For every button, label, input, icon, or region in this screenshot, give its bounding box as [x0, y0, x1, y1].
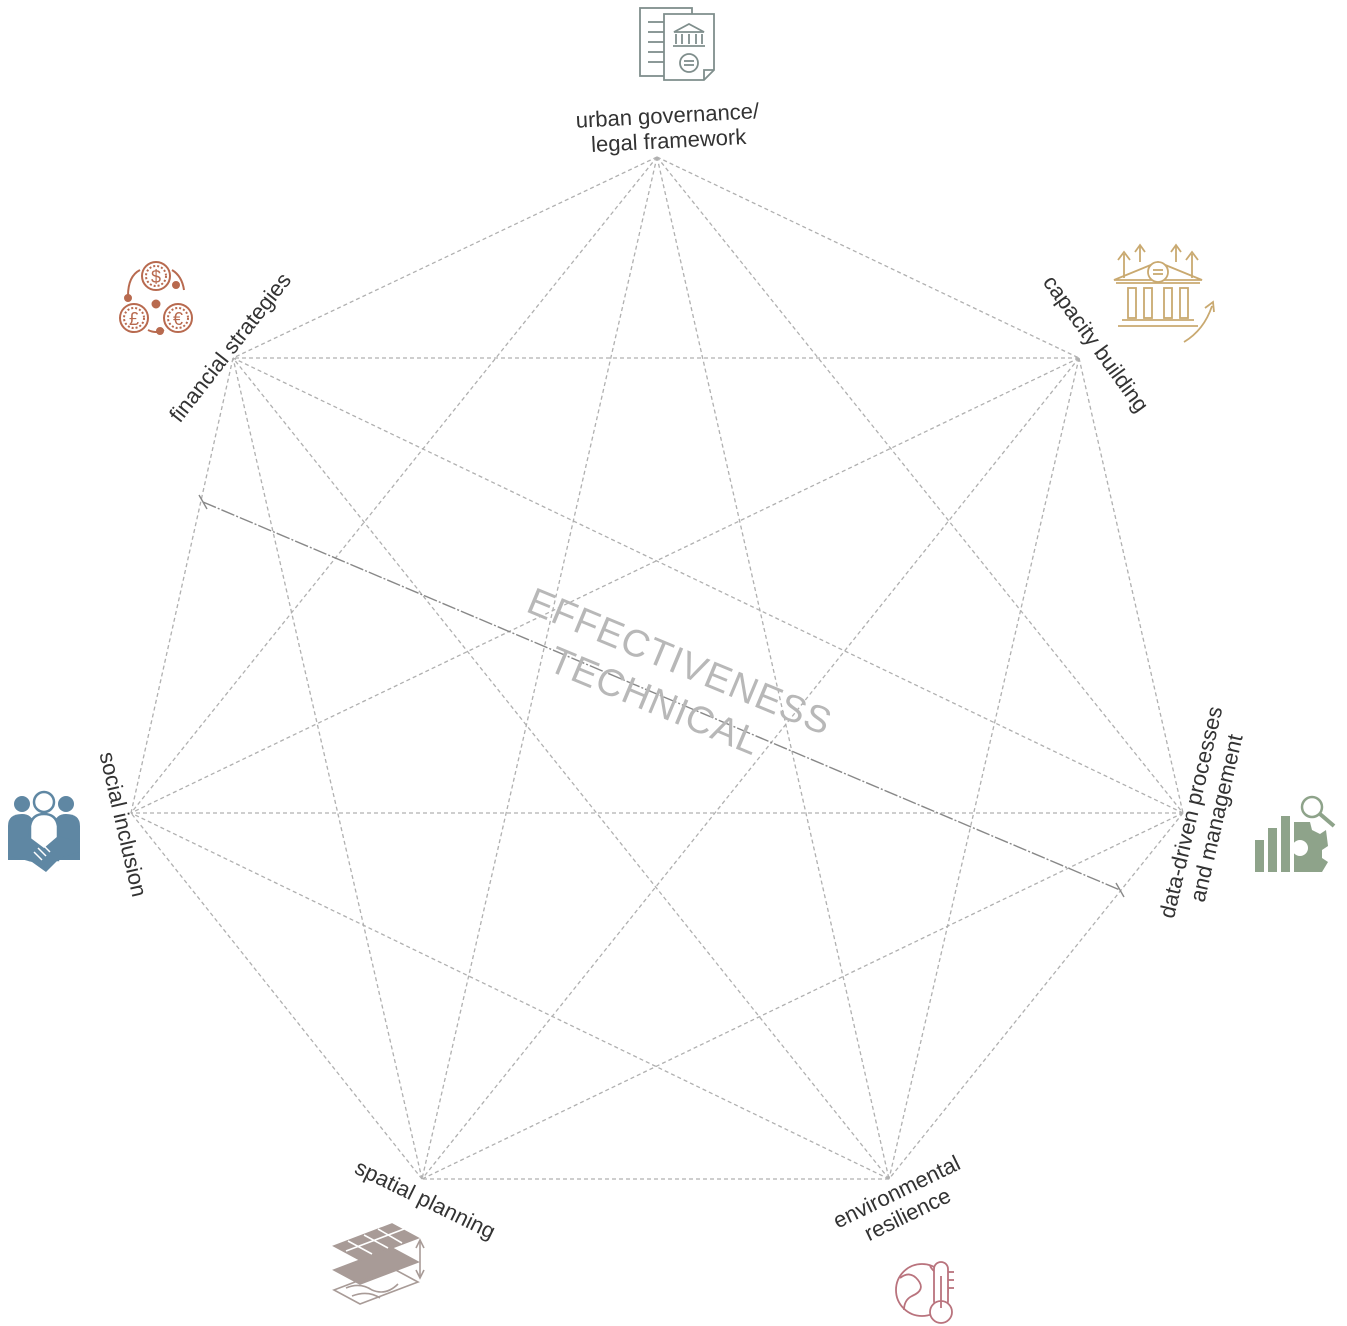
svg-text:£: £ [129, 309, 139, 329]
connection-line [232, 357, 423, 1180]
people-handshake-icon [8, 790, 80, 872]
globe-thermometer-icon [895, 1261, 954, 1324]
effectiveness-axis [198, 494, 1125, 898]
connection-line [232, 357, 890, 1180]
connection-line [130, 156, 658, 814]
connection-line [232, 357, 1184, 814]
label-governance: urban governance/ legal framework [575, 98, 760, 157]
connection-line [656, 156, 1184, 814]
land-layers-icon [332, 1223, 425, 1305]
connection-line [656, 156, 1080, 359]
label-environment: environmental resilience [829, 1150, 964, 1246]
connection-line [421, 357, 1080, 1180]
svg-text:€: € [173, 309, 183, 329]
svg-text:$: $ [151, 267, 161, 287]
institution-growth-icon [1113, 243, 1215, 343]
label-data: data-driven processes and management [1154, 704, 1247, 921]
center-caption: EFFECTIVENESS TECHNICAL [521, 580, 838, 764]
connection-line [130, 357, 234, 814]
connection-line [130, 812, 890, 1180]
connection-line [1078, 357, 1184, 814]
label-financial-line1: financial strategies [164, 268, 296, 427]
currency-cycle-icon: $ £ € [119, 261, 193, 335]
courthouse-document-icon [639, 7, 715, 81]
label-social: social inclusion [94, 749, 152, 899]
connection-line [130, 357, 1080, 814]
label-financial: financial strategies [164, 268, 296, 427]
connection-line [888, 357, 1080, 1180]
connection-line [130, 812, 423, 1180]
chart-gear-search-icon [1255, 795, 1336, 872]
connection-line [232, 156, 658, 359]
label-social-line1: social inclusion [94, 749, 152, 899]
connection-line [888, 812, 1184, 1180]
connection-lines [130, 156, 1184, 1180]
connection-line [421, 812, 1184, 1180]
